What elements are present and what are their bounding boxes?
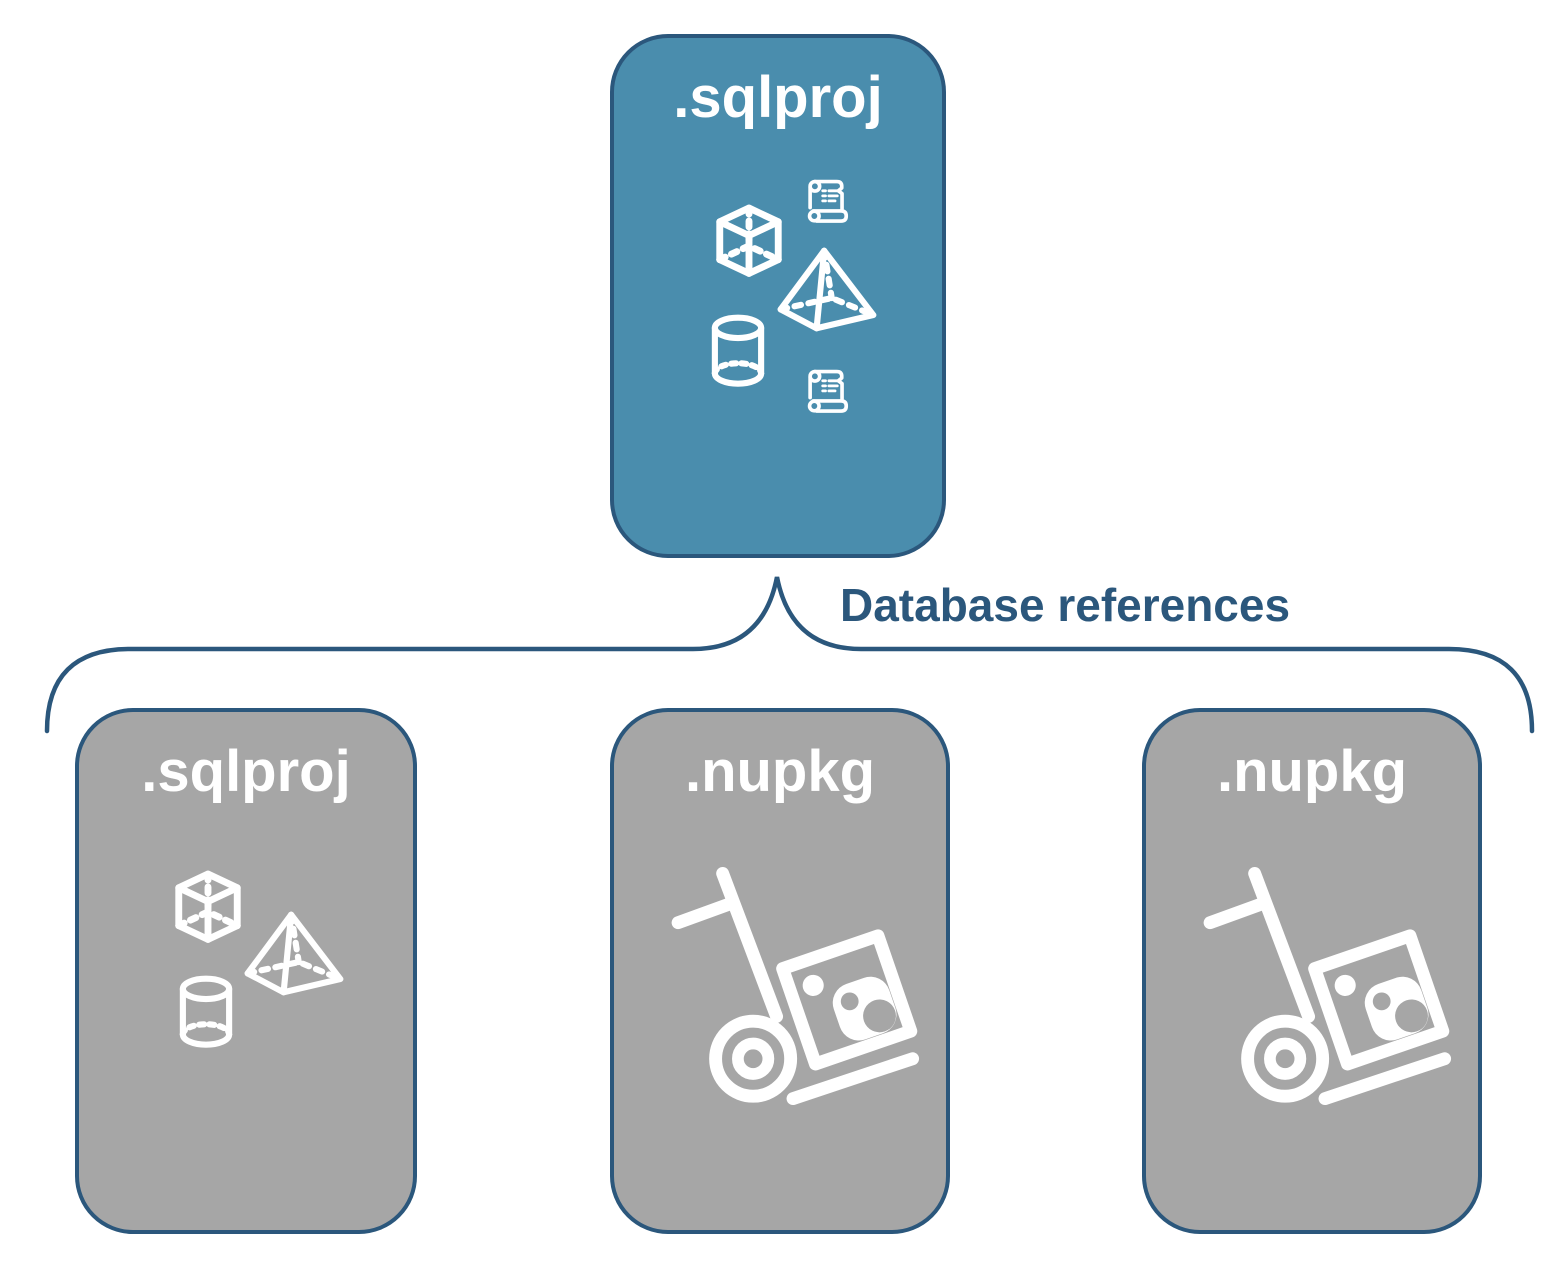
root-box-sqlproj: .sqlproj: [610, 34, 946, 558]
child-box-title: .nupkg: [684, 739, 876, 804]
pyramid-icon: [242, 909, 346, 999]
script-scroll-icon: [802, 364, 858, 420]
child-box-nupkg-2: .nupkg: [1142, 708, 1482, 1234]
script-scroll-icon: [802, 174, 858, 230]
cube-icon: [165, 862, 251, 948]
nuget-package-dolly-icon: [1196, 857, 1454, 1115]
child-box-title: .nupkg: [1216, 739, 1408, 804]
child-box-nupkg-1: .nupkg: [610, 708, 950, 1234]
child-box-sqlproj: .sqlproj: [75, 708, 417, 1234]
root-box-title: .sqlproj: [673, 65, 883, 130]
database-cylinder-icon: [172, 974, 240, 1050]
pyramid-icon: [775, 245, 879, 335]
database-cylinder-icon: [704, 313, 772, 389]
nuget-package-dolly-icon: [664, 857, 922, 1115]
child-box-title: .sqlproj: [141, 739, 351, 804]
brace-label: Database references: [840, 579, 1291, 631]
